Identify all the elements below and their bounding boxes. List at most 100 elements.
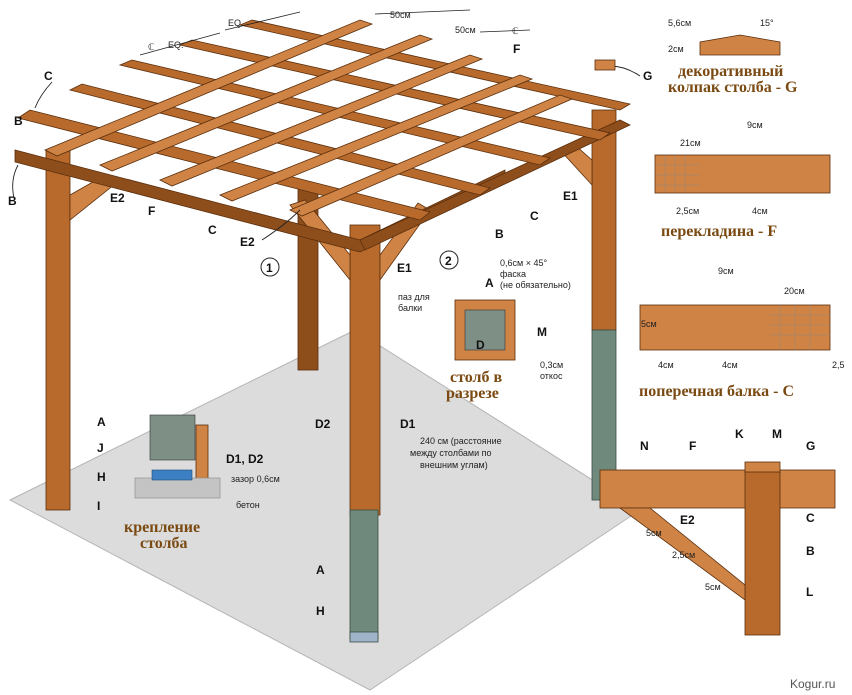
label-g-top: G bbox=[643, 69, 652, 83]
dim-f-a: 2,5см bbox=[676, 206, 699, 216]
callout-2 bbox=[439, 250, 459, 270]
dim-cap-h: 2см bbox=[668, 44, 684, 54]
label-e1-right: E1 bbox=[563, 189, 578, 203]
dim-cap-angle: 15° bbox=[760, 18, 774, 28]
slat-f-4 bbox=[219, 74, 534, 202]
dim-c-b: 4см bbox=[722, 360, 738, 370]
label-j-mount: J bbox=[97, 441, 104, 455]
label-c-top: C bbox=[44, 69, 53, 83]
caption-c: поперечная балка - C bbox=[639, 383, 794, 400]
caption-mount-1: крепление bbox=[124, 519, 200, 536]
label-c-left: C bbox=[208, 223, 217, 237]
slat-f-1 bbox=[44, 19, 374, 157]
beam-c-5 bbox=[238, 19, 632, 111]
note-slot-2: балки bbox=[398, 303, 422, 313]
post-front bbox=[349, 224, 381, 516]
dim-c-h: 5см bbox=[641, 319, 657, 329]
label-m-section: M bbox=[537, 325, 547, 339]
callout-2-num: 2 bbox=[445, 254, 452, 268]
label-c-joint: C bbox=[806, 511, 815, 525]
label-cl-1: ℂ bbox=[148, 42, 154, 52]
dim-50-a: 50см bbox=[390, 10, 411, 20]
mount-board bbox=[195, 424, 209, 481]
watermark: Kogur.ru bbox=[790, 677, 835, 691]
post-front-foot bbox=[349, 631, 379, 643]
cap-g-profile bbox=[699, 34, 781, 56]
callout-1-num: 1 bbox=[266, 261, 273, 275]
caption-post-1: столб в bbox=[450, 369, 503, 386]
mount-post bbox=[149, 414, 196, 461]
dim-50-b: 50см bbox=[455, 25, 476, 35]
callout-1 bbox=[260, 257, 280, 277]
concrete-slab bbox=[8, 329, 641, 691]
dim-joint-a: 5см bbox=[646, 528, 662, 538]
joint-brace bbox=[618, 507, 746, 601]
note-chamfer-2: фаска bbox=[500, 269, 526, 279]
post-cap-g bbox=[594, 59, 616, 71]
caption-post-2: разрезе bbox=[446, 385, 499, 402]
label-m-joint: M bbox=[772, 427, 782, 441]
label-b-joint: B bbox=[806, 544, 815, 558]
label-b-left: B bbox=[8, 194, 17, 208]
dim-joint-c: 5см bbox=[705, 582, 721, 592]
note-bevel-1: 0,3см bbox=[540, 360, 563, 370]
note-chamfer-3: (не обязательно) bbox=[500, 280, 571, 290]
joint-cap bbox=[744, 461, 781, 473]
c-profile bbox=[639, 304, 831, 351]
dim-eq-1: EQ. bbox=[168, 40, 184, 50]
f-grid bbox=[655, 155, 700, 193]
note-bevel-2: откос bbox=[540, 371, 563, 381]
label-l-joint: L bbox=[806, 585, 813, 599]
label-e2-joint: E2 bbox=[680, 513, 695, 527]
f-profile bbox=[654, 154, 831, 194]
slat-f-3 bbox=[159, 54, 484, 187]
label-i-mount: I bbox=[97, 499, 100, 513]
note-span-3: внешним углам) bbox=[420, 460, 488, 470]
label-k-joint: K bbox=[735, 427, 744, 441]
caption-mount-2: столба bbox=[140, 535, 188, 552]
post-left bbox=[45, 149, 71, 511]
label-a-section: A bbox=[485, 276, 494, 290]
label-f-top: F bbox=[513, 42, 520, 56]
label-d2-front: D2 bbox=[315, 417, 331, 431]
caption-g-1: декоративный bbox=[678, 63, 783, 80]
note-gap: зазор 0,6см bbox=[231, 474, 280, 484]
dim-f-b: 4см bbox=[752, 206, 768, 216]
post-front-base bbox=[349, 509, 379, 641]
joint-beam bbox=[599, 469, 836, 509]
label-h-front: H bbox=[316, 604, 325, 618]
note-chamfer-1: 0,6см × 45° bbox=[500, 258, 547, 268]
label-b-right: B bbox=[495, 227, 504, 241]
joint-post bbox=[744, 469, 781, 636]
label-c-right: C bbox=[530, 209, 539, 223]
label-f-left: F bbox=[148, 204, 155, 218]
slat-f-2 bbox=[99, 34, 434, 172]
dim-cap-w: 5,6см bbox=[668, 18, 691, 28]
post-section-core bbox=[464, 309, 506, 351]
dim-f-len: 21см bbox=[680, 138, 701, 148]
dim-f-slot: 9см bbox=[747, 120, 763, 130]
label-d1-front: D1 bbox=[400, 417, 416, 431]
mount-bracket bbox=[151, 469, 193, 481]
label-a-mount: A bbox=[97, 415, 106, 429]
note-span-2: между столбами по bbox=[410, 448, 492, 458]
dim-joint-b: 2,5см bbox=[672, 550, 695, 560]
label-h-mount: H bbox=[97, 470, 106, 484]
note-concrete: бетон bbox=[236, 500, 260, 510]
label-g-joint: G bbox=[806, 439, 815, 453]
label-e1-front: E1 bbox=[397, 261, 412, 275]
label-a-front: A bbox=[316, 563, 325, 577]
dim-c-slot: 9см bbox=[718, 266, 734, 276]
dim-c-len: 20см bbox=[784, 286, 805, 296]
dim-c-c: 2,5 bbox=[832, 360, 845, 370]
dim-c-a: 4см bbox=[658, 360, 674, 370]
label-n-joint: N bbox=[640, 439, 649, 453]
caption-f: перекладина - F bbox=[661, 223, 777, 240]
label-e2-mid: E2 bbox=[240, 235, 255, 249]
label-f-joint: F bbox=[689, 439, 696, 453]
note-span-1: 240 см (расстояние bbox=[420, 436, 502, 446]
post-right bbox=[591, 109, 617, 331]
note-slot-1: паз для bbox=[398, 292, 430, 302]
label-b-top: B bbox=[14, 114, 23, 128]
